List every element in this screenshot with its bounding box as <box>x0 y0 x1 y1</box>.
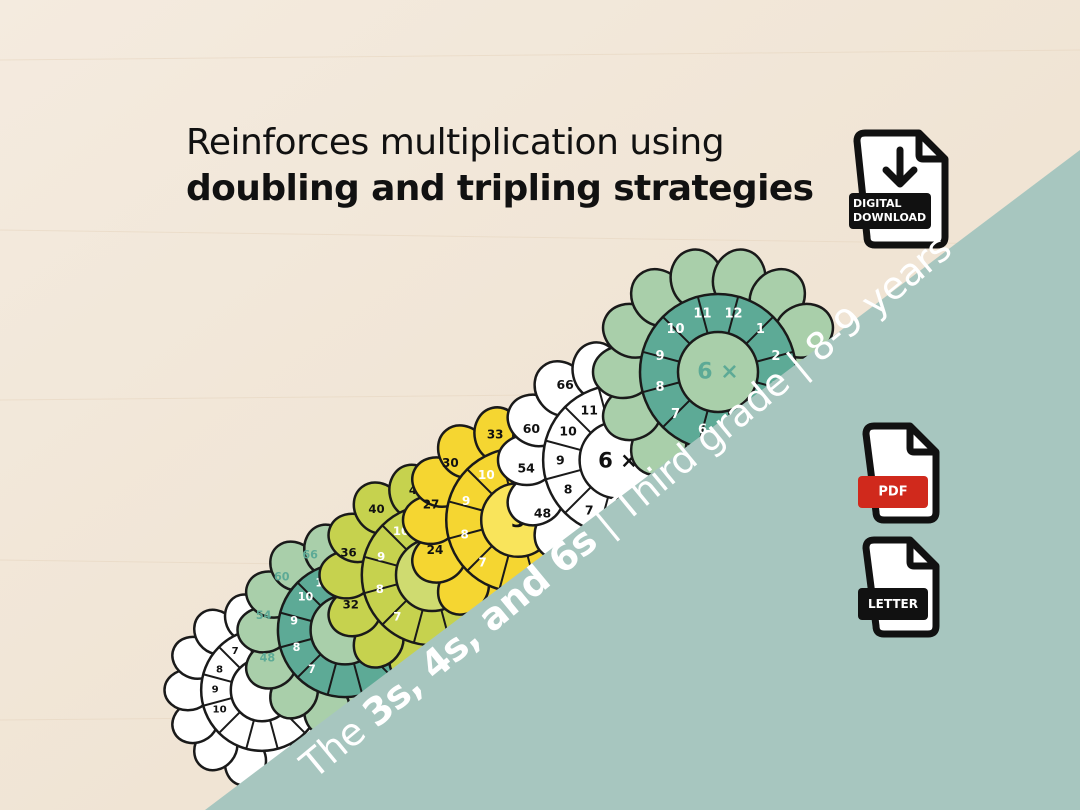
green-flower-center <box>676 330 760 414</box>
pdf-label-box <box>858 476 928 508</box>
white-small-flower-divider <box>218 646 241 669</box>
lime-flower-divider <box>381 599 408 626</box>
yellow-flower-divider <box>448 500 483 512</box>
white-flower-outer-number: 54 <box>518 461 536 476</box>
green-flower-divider <box>727 296 740 334</box>
white-flower-number: 7 <box>585 502 594 517</box>
green-flower-number: 10 <box>667 322 685 337</box>
headline-line-2: doubling and tripling strategies <box>186 168 814 209</box>
teal-flower-divider <box>326 662 338 696</box>
green-flower-divider <box>756 350 794 363</box>
green-flower-divider <box>642 381 680 394</box>
white-small-flower-divider <box>269 719 279 750</box>
pdf-file-icon: PDF <box>858 422 940 524</box>
white-flower-outer-number: 60 <box>523 421 541 436</box>
teal-flower-divider <box>296 653 322 679</box>
digital-label: DIGITAL <box>853 197 902 210</box>
yellow-flower-outer-number: 24 <box>427 543 444 557</box>
yellow-flower-outer-number: 30 <box>442 456 459 470</box>
white-small-flower-number: 10 <box>213 704 227 715</box>
digital-download-label-box <box>849 193 931 229</box>
headline-line-1: Reinforces multiplication using <box>186 122 725 163</box>
yellow-flower-outer-number: 33 <box>487 428 504 442</box>
letter-file-icon: LETTER <box>858 536 940 638</box>
teal-flower-number: 10 <box>298 590 314 603</box>
green-flower-number: 7 <box>671 407 680 422</box>
lime-flower-number: 8 <box>376 582 384 596</box>
green-flower-number: 2 <box>771 349 780 364</box>
lime-flower-outer-number: 36 <box>340 546 356 560</box>
lime-flower-divider <box>363 583 398 595</box>
teal-flower-number: 8 <box>293 641 301 654</box>
green-flower-center-label: 6 × <box>697 360 738 385</box>
white-small-flower-number: 9 <box>212 685 219 696</box>
white-flower-outer-number: 66 <box>556 377 573 392</box>
green-flower-number: 6 <box>698 422 707 437</box>
green-flower-number: 1 <box>756 322 765 337</box>
green-flower-divider <box>662 399 691 428</box>
lime-flower-number: 9 <box>377 550 385 564</box>
yellow-flower-number: 9 <box>462 494 470 508</box>
lime-flower-outer-number: 40 <box>368 502 384 516</box>
white-small-flower-number: 8 <box>216 665 223 676</box>
white-small-flower-divider <box>202 697 233 707</box>
teal-flower-divider <box>296 581 322 607</box>
yellow-flower-number: 7 <box>478 555 486 569</box>
white-small-flower-divider <box>245 719 255 750</box>
headline: Reinforces multiplication using doubling… <box>186 120 826 212</box>
teal-flower-divider <box>352 662 364 696</box>
green-flower-divider <box>642 350 680 363</box>
yellow-flower-divider <box>498 555 510 590</box>
download-label: DOWNLOAD <box>853 211 926 224</box>
teal-flower-outer-number: 48 <box>260 652 276 665</box>
lime-flower-divider <box>381 524 408 551</box>
lime-flower-number: 7 <box>393 609 401 623</box>
white-flower-outer-number: 48 <box>534 505 551 520</box>
green-flower-number: 11 <box>693 307 711 322</box>
green-flower-divider <box>662 316 691 345</box>
green-flower-number: 12 <box>724 307 742 322</box>
white-small-flower-divider <box>202 673 233 683</box>
yellow-flower-number: 10 <box>478 468 495 482</box>
white-flower-number: 10 <box>559 424 577 439</box>
lime-flower-divider <box>412 609 424 644</box>
teal-flower-outer-number: 54 <box>256 609 272 622</box>
lime-flower-outer-number: 32 <box>343 598 359 612</box>
white-flower-divider <box>564 406 592 434</box>
white-flower-number: 11 <box>581 403 598 418</box>
diagonal-band <box>205 150 1080 810</box>
teal-flower-divider <box>279 637 313 649</box>
yellow-flower-divider <box>466 545 493 572</box>
letter-label-box <box>858 588 928 620</box>
green-flower-number: 9 <box>656 349 665 364</box>
white-flower-divider <box>564 486 592 514</box>
lime-flower-divider <box>363 555 398 567</box>
yellow-flower-divider <box>448 528 483 540</box>
pdf-label: PDF <box>878 485 907 500</box>
download-arrow-icon <box>882 146 918 188</box>
white-small-flower-divider <box>218 711 241 734</box>
teal-flower-number: 9 <box>290 615 298 628</box>
green-flower-divider <box>696 296 709 334</box>
white-flower-divider <box>545 439 582 452</box>
yellow-flower-outer-number: 27 <box>423 498 440 512</box>
teal-flower-outer-number: 60 <box>274 570 290 583</box>
yellow-flower-divider <box>466 468 493 495</box>
teal-flower-outer-number: 66 <box>302 549 318 562</box>
white-flower-number: 9 <box>556 453 565 468</box>
white-flower-number: 8 <box>564 481 573 496</box>
teal-flower-divider <box>279 611 313 623</box>
letter-label: LETTER <box>868 597 918 611</box>
white-flower-divider <box>545 468 582 481</box>
green-flower-number: 8 <box>656 380 665 395</box>
white-small-flower-number: 7 <box>232 646 239 657</box>
green-flower-divider <box>745 316 774 345</box>
teal-flower-number: 7 <box>308 663 316 676</box>
yellow-flower-number: 8 <box>461 527 469 541</box>
